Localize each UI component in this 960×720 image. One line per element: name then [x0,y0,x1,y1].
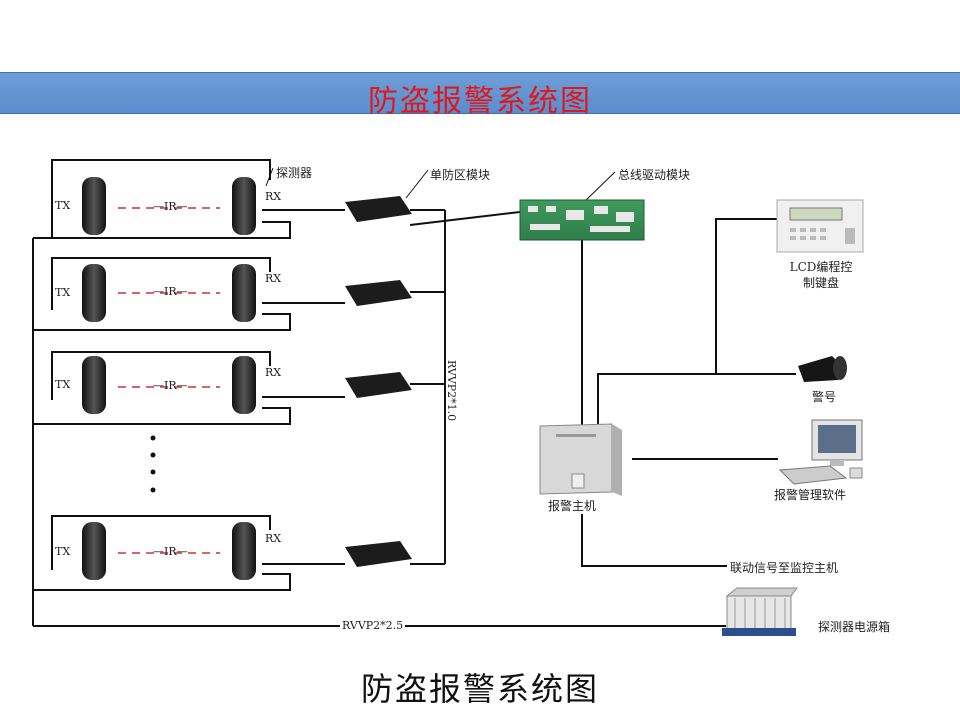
banner-title: 防盗报警系统图 [368,84,592,119]
detector-label: 探测器 [276,166,313,180]
power-cable-label: RVVP2*2.5 [340,619,406,632]
ir-label: —IR— [153,379,188,392]
single-zone-module [345,196,412,567]
rx-label: RX [265,190,282,203]
linkage-signal-label: 联动信号至监控主机 [730,561,839,575]
tx-label: TX [55,378,71,391]
rx-label: RX [265,532,282,545]
tx-detector [82,177,106,580]
lcd-keypad-device [776,199,864,253]
tx-label: TX [55,199,71,212]
more-zones-dots [150,435,156,493]
bus-cable-label: RVVP2*1.0 [445,360,458,422]
rx-label: RX [265,366,282,379]
lcd-keypad-label-line2: 制键盘 [802,276,839,290]
siren-device [798,356,847,382]
ir-label: —IR— [153,285,188,298]
ir-beams [118,207,220,554]
alarm-software-label: 报警管理软件 [774,488,847,502]
ir-label: —IR— [153,200,188,213]
lcd-keypad-label-line1: LCD编程控 [789,260,853,274]
alarm-host-device [539,423,622,496]
rx-label: RX [265,272,282,285]
wiring [32,159,796,627]
bus-driver-module-label: 总线驱动模块 [618,168,691,182]
siren-label: 警号 [812,390,837,404]
power-box-device [722,587,798,636]
ir-label: —IR— [153,545,188,558]
bottom-caption: 防盗报警系统图 [360,670,599,708]
alarm-host-label: 报警主机 [548,499,597,513]
power-box-label: 探测器电源箱 [818,620,891,634]
computer-device [778,419,863,485]
rx-detector [232,177,256,580]
tx-label: TX [55,286,71,299]
title-banner: 防盗报警系统图 [0,72,960,119]
bus-driver-module-board [519,199,645,241]
single-zone-module-label: 单防区模块 [430,168,491,182]
tx-label: TX [55,545,71,558]
